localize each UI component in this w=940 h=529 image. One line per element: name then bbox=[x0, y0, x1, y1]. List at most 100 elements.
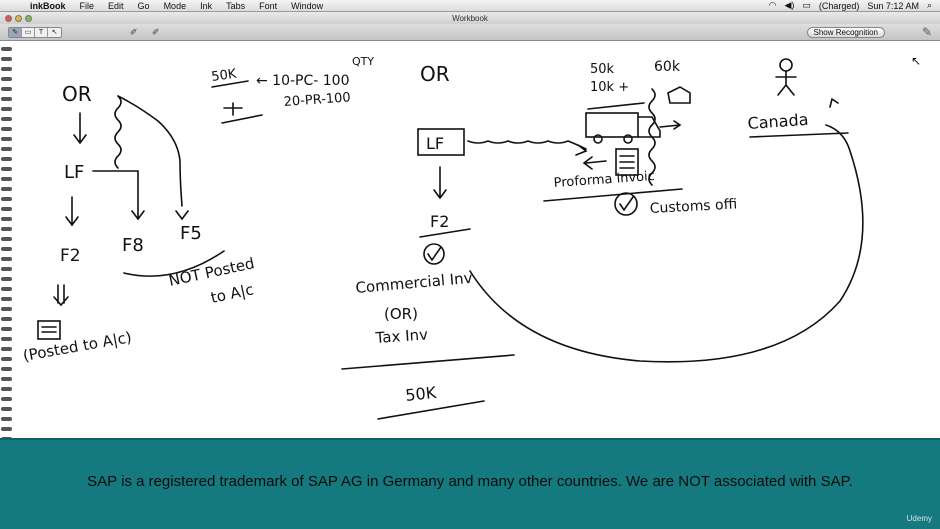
binder-ring bbox=[1, 317, 12, 321]
binder-ring bbox=[1, 127, 12, 131]
volume-icon[interactable]: ◀) bbox=[784, 0, 795, 10]
binder-ring bbox=[1, 267, 12, 271]
binder-ring bbox=[1, 57, 12, 61]
binder-ring bbox=[1, 227, 12, 231]
binder-ring bbox=[1, 117, 12, 121]
menu-inkbook[interactable]: inkBook bbox=[30, 0, 66, 11]
note-f2-middle: F2 bbox=[430, 212, 449, 231]
pen-style-icon[interactable]: ✐ bbox=[152, 27, 160, 37]
binder-ring bbox=[1, 277, 12, 281]
note-canada: Canada bbox=[747, 110, 809, 133]
note-50k-middle: 50K bbox=[404, 383, 437, 405]
binder-rings bbox=[1, 47, 12, 438]
note-line-20pr: 20-PR-100 bbox=[283, 90, 351, 110]
binder-ring bbox=[1, 157, 12, 161]
menu-edit[interactable]: Edit bbox=[108, 0, 124, 11]
close-window-button[interactable] bbox=[5, 14, 12, 22]
binder-ring bbox=[1, 167, 12, 171]
binder-ring bbox=[1, 437, 12, 438]
note-10k-right: 10k + bbox=[590, 80, 629, 95]
tool-palette: ✎ ▭ T ↖ bbox=[8, 27, 62, 38]
battery-icon[interactable]: ▭ bbox=[802, 0, 811, 10]
udemy-watermark: Udemy bbox=[906, 514, 932, 523]
binder-ring bbox=[1, 257, 12, 261]
ink-tray-icon[interactable]: ✎ bbox=[921, 25, 932, 39]
select-tool-button[interactable]: ↖ bbox=[48, 28, 61, 37]
notebook-canvas[interactable]: OR LF F2 F8 F5 NOT Posted to A|c (Posted… bbox=[0, 41, 940, 438]
binder-ring bbox=[1, 337, 12, 341]
pen-tool-button[interactable]: ✎ bbox=[9, 28, 22, 37]
menu-file[interactable]: File bbox=[79, 0, 95, 11]
menu-font[interactable]: Font bbox=[259, 0, 278, 11]
spotlight-search-icon[interactable]: ⌕ bbox=[926, 0, 932, 10]
binder-ring bbox=[1, 97, 12, 101]
menu-go[interactable]: Go bbox=[137, 0, 150, 11]
binder-ring bbox=[1, 87, 12, 91]
note-qty: QTY bbox=[352, 55, 374, 68]
menu-bar: inkBook File Edit Go Mode Ink Tabs Font … bbox=[0, 0, 940, 12]
binder-ring bbox=[1, 197, 12, 201]
binder-ring bbox=[1, 377, 12, 381]
note-line-10pc: ← 10-PC- 100 bbox=[256, 73, 350, 89]
binder-ring bbox=[1, 347, 12, 351]
note-lf-left: LF bbox=[64, 162, 84, 183]
binder-ring bbox=[1, 387, 12, 391]
shape-tool-button[interactable]: ▭ bbox=[22, 28, 35, 37]
binder-ring bbox=[1, 367, 12, 371]
menu-ink[interactable]: Ink bbox=[200, 0, 213, 11]
wifi-icon[interactable]: ◠ bbox=[768, 0, 777, 10]
note-to-ac: to A|c bbox=[209, 280, 255, 307]
note-proforma-invoice: Proforma invoic bbox=[553, 169, 655, 191]
status-area: ◠ ◀) ▭ (Charged) Sun 7:12 AM ⌕ bbox=[769, 0, 932, 11]
note-or-left: OR bbox=[62, 82, 92, 106]
menu-tabs[interactable]: Tabs bbox=[226, 0, 246, 11]
menu-window[interactable]: Window bbox=[291, 0, 324, 11]
note-f2-left: F2 bbox=[60, 246, 81, 266]
toolbar: ✎ ▭ T ↖ ✐ ✐ Show Recognition ✎ bbox=[0, 24, 940, 41]
binder-ring bbox=[1, 307, 12, 311]
window-title-bar: Workbook bbox=[0, 12, 940, 24]
binder-ring bbox=[1, 177, 12, 181]
binder-ring bbox=[1, 237, 12, 241]
sap-disclaimer-text: SAP is a registered trademark of SAP AG … bbox=[87, 473, 853, 490]
binder-ring bbox=[1, 67, 12, 71]
text-tool-button[interactable]: T bbox=[35, 28, 48, 37]
show-recognition-button[interactable]: Show Recognition bbox=[806, 27, 885, 38]
pen-width-icon[interactable]: ✐ bbox=[130, 27, 138, 37]
binder-ring bbox=[1, 397, 12, 401]
note-tax-inv: Tax Inv bbox=[374, 325, 429, 347]
binder-ring bbox=[1, 137, 12, 141]
note-50k-top: 50K bbox=[210, 67, 237, 85]
binder-ring bbox=[1, 47, 12, 51]
binder-ring bbox=[1, 207, 12, 211]
note-f8: F8 bbox=[122, 235, 144, 256]
binder-ring bbox=[1, 407, 12, 411]
note-50k-right: 50k bbox=[590, 62, 615, 77]
zoom-window-button[interactable] bbox=[25, 14, 32, 22]
menu-mode[interactable]: Mode bbox=[163, 0, 187, 11]
binder-ring bbox=[1, 147, 12, 151]
binder-ring bbox=[1, 217, 12, 221]
binder-ring bbox=[1, 77, 12, 81]
binder-ring bbox=[1, 187, 12, 191]
menubar-clock[interactable]: Sun 7:12 AM bbox=[867, 0, 919, 11]
pointer-cursor-icon: ↖ bbox=[911, 54, 922, 68]
note-lf-middle: LF bbox=[426, 134, 444, 153]
window-controls bbox=[5, 14, 32, 22]
binder-ring bbox=[1, 297, 12, 301]
battery-status: (Charged) bbox=[818, 0, 860, 11]
handwritten-notes: OR LF F2 F8 F5 NOT Posted to A|c (Posted… bbox=[22, 55, 864, 420]
note-commercial-inv: Commercial Inv bbox=[355, 269, 474, 297]
note-customs-office: Customs offi bbox=[649, 196, 737, 217]
binder-ring bbox=[1, 247, 12, 251]
note-or-middle: OR bbox=[420, 62, 450, 86]
note-60k-right: 60k bbox=[654, 59, 681, 75]
binder-ring bbox=[1, 357, 12, 361]
minimize-window-button[interactable] bbox=[15, 14, 22, 22]
binder-ring bbox=[1, 287, 12, 291]
binder-ring bbox=[1, 327, 12, 331]
binder-ring bbox=[1, 417, 12, 421]
binder-ring bbox=[1, 427, 12, 431]
note-f5: F5 bbox=[180, 223, 202, 244]
menu-items: inkBook File Edit Go Mode Ink Tabs Font … bbox=[30, 1, 337, 11]
